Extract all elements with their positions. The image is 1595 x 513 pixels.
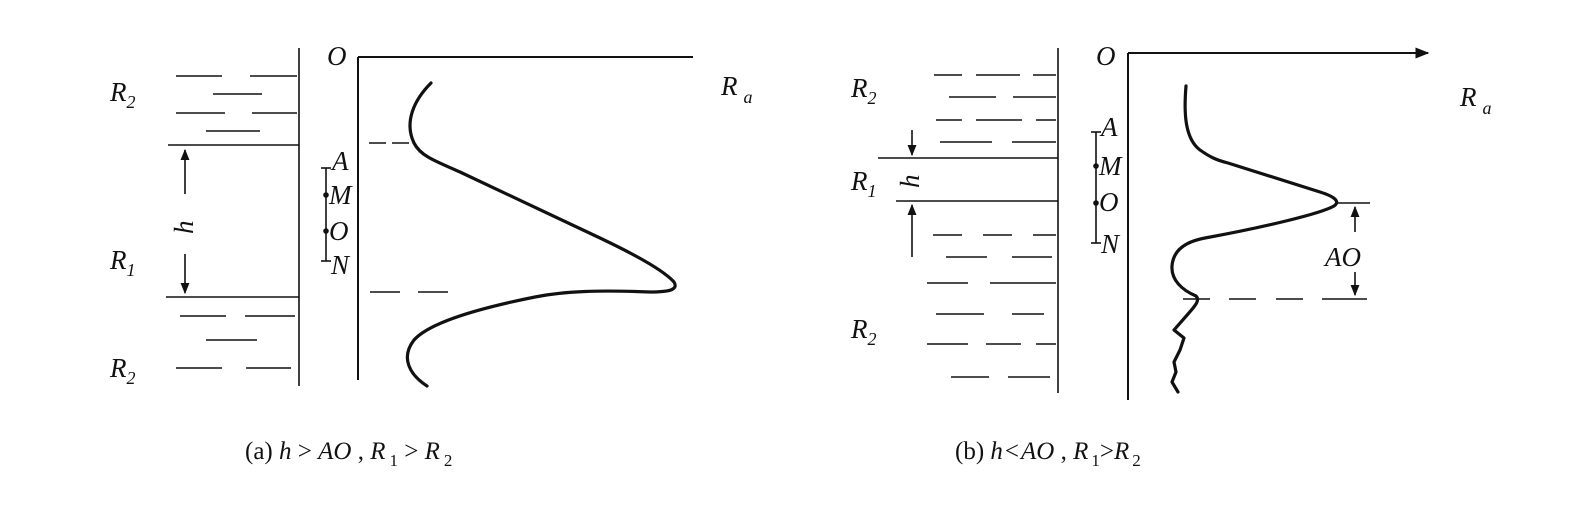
panel-a-label-r2-bottom: R2 bbox=[109, 353, 136, 388]
panel-a-label-r1: R1 bbox=[109, 245, 136, 280]
panel-b-label-r1: R1 bbox=[850, 166, 877, 201]
panel-b-bottom-layer-hatch bbox=[927, 234, 1056, 378]
panel-b-electrode-array bbox=[1091, 131, 1101, 244]
panel-a-label-o: O bbox=[329, 216, 349, 246]
panel-a-label-m: M bbox=[328, 180, 353, 210]
panel-b-electrode-m-dot bbox=[1093, 163, 1099, 169]
panel-b-resistivity-curve bbox=[1170, 84, 1339, 394]
panel-a-label-n: N bbox=[330, 250, 351, 280]
panel-b-electrode-o-dot bbox=[1093, 200, 1099, 206]
panel-b-label-o: O bbox=[1099, 187, 1119, 217]
panel-a-label-a: A bbox=[330, 146, 349, 176]
panel-b-label-r2-top: R2 bbox=[850, 73, 877, 108]
panel-b-label-r2-bottom: R2 bbox=[850, 314, 877, 349]
panel-b-label-a: A bbox=[1099, 112, 1118, 142]
panel-b-label-h: h bbox=[895, 175, 925, 189]
panel-b-label-origin: O bbox=[1096, 41, 1116, 71]
panel-a-electrode-m-dot bbox=[323, 192, 329, 198]
panel-a-label-origin: O bbox=[327, 41, 347, 71]
panel-a-label-h: h bbox=[169, 221, 199, 235]
panel-b-label-m: M bbox=[1098, 151, 1123, 181]
panel-b-label-n: N bbox=[1100, 229, 1121, 259]
panel-b-label-ao: AO bbox=[1323, 242, 1361, 272]
panel-a-label-r2-top: R2 bbox=[109, 77, 136, 112]
panel-a-electrode-o-dot bbox=[323, 228, 329, 234]
panel-b-top-layer-hatch bbox=[934, 74, 1056, 143]
panel-a-bottom-layer-hatch bbox=[176, 315, 295, 369]
panel-a-electrode-array bbox=[321, 167, 331, 262]
panel-a-top-layer-hatch bbox=[176, 75, 297, 132]
panel-a-resistivity-curve bbox=[405, 81, 677, 388]
